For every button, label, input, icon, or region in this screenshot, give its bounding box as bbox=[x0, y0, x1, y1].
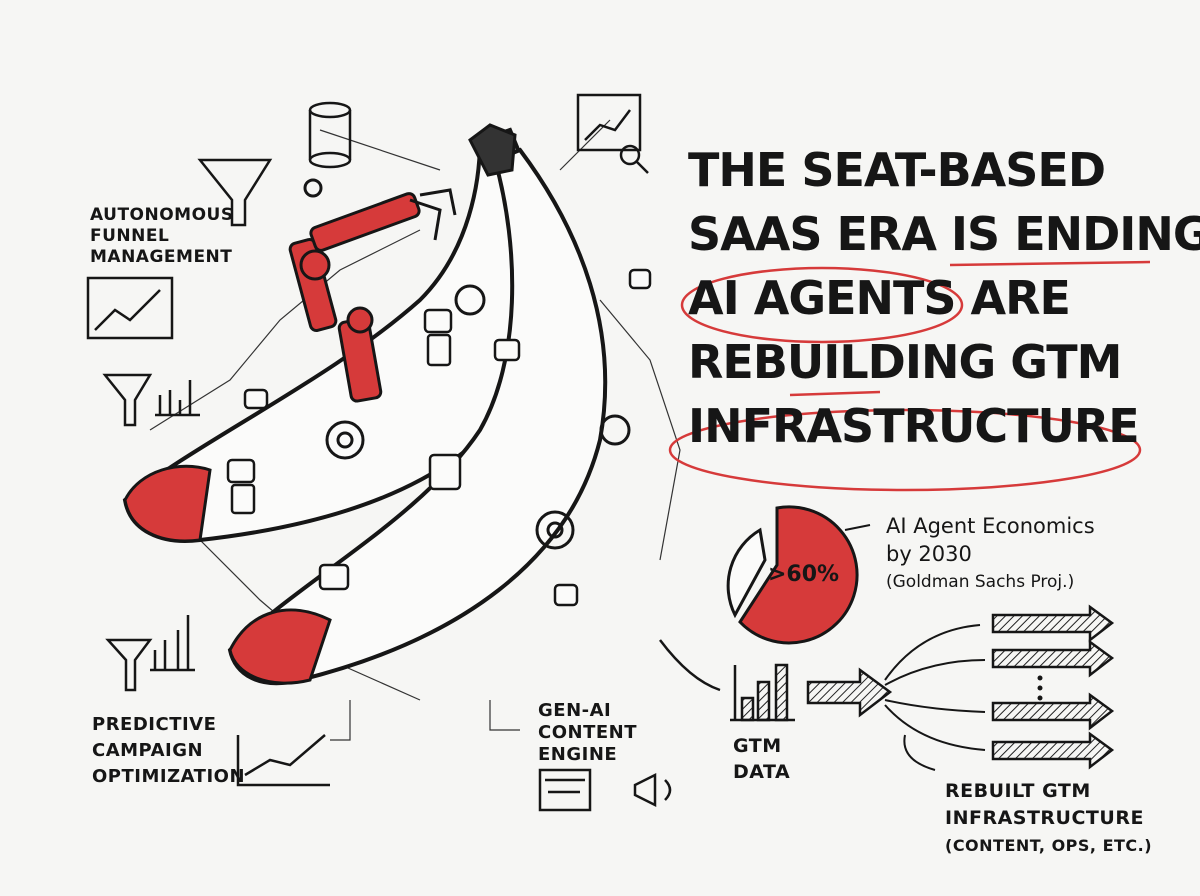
headline-line-1: THE SEAT-BASED bbox=[688, 143, 1106, 197]
output-arrows bbox=[991, 604, 1115, 770]
funnel-icon bbox=[197, 158, 273, 227]
pie-chart bbox=[726, 505, 871, 645]
label-line: MANAGEMENT bbox=[90, 247, 233, 267]
headline-line-2: SAAS ERA IS ENDING. bbox=[688, 207, 1200, 261]
label-line: INFRASTRUCTURE bbox=[945, 807, 1144, 829]
label-line: (CONTENT, OPS, ETC.) bbox=[945, 836, 1153, 855]
headline-line-3: AI AGENTS ARE bbox=[688, 271, 1071, 325]
robot-arm-icon bbox=[288, 188, 457, 403]
branch-arrows bbox=[884, 624, 986, 771]
pie-slice-other bbox=[726, 527, 767, 619]
analytics-window-icon bbox=[576, 93, 649, 174]
pie-value-label: >60% bbox=[768, 562, 840, 587]
curved-arrow bbox=[659, 639, 721, 692]
label-line: REBUILT GTM bbox=[945, 780, 1091, 802]
label-line: GTM bbox=[733, 735, 782, 757]
pie-title-line-2: by 2030 bbox=[886, 542, 972, 566]
gear-icon bbox=[303, 178, 631, 550]
content-engine-label: GEN-AI CONTENT ENGINE bbox=[538, 700, 637, 766]
network-lines bbox=[129, 119, 681, 741]
label-line: CAMPAIGN bbox=[92, 740, 204, 761]
browser-window-icon bbox=[538, 768, 592, 812]
label-line: PREDICTIVE bbox=[92, 714, 217, 735]
robot-icons bbox=[226, 268, 652, 607]
trend-chart-icon bbox=[236, 734, 330, 787]
label-line: DATA bbox=[733, 761, 791, 783]
campaign-optimization-label: PREDICTIVE CAMPAIGN OPTIMIZATION bbox=[92, 712, 245, 790]
label-line: CONTENT bbox=[538, 722, 637, 743]
big-arrow bbox=[806, 667, 893, 718]
pie-source: (Goldman Sachs Proj.) bbox=[886, 572, 1075, 592]
pie-slice-ai bbox=[738, 505, 859, 645]
pie-title-line-1: AI Agent Economics bbox=[886, 514, 1095, 538]
bar-chart-icon-bottom bbox=[150, 615, 195, 672]
headline: THE SEAT-BASED SAAS ERA IS ENDING. AI AG… bbox=[688, 138, 1200, 458]
headline-highlights bbox=[668, 260, 1151, 492]
gtm-data-chart bbox=[730, 663, 795, 722]
ellipsis-dots bbox=[1037, 675, 1043, 701]
label-line: FUNNEL bbox=[90, 226, 170, 246]
funnel-management-label: AUTONOMOUS FUNNEL MANAGEMENT bbox=[90, 205, 234, 268]
pie-caption: AI Agent Economics by 2030 (Goldman Sach… bbox=[886, 512, 1095, 596]
line-chart-icon bbox=[86, 276, 174, 340]
label-line: OPTIMIZATION bbox=[92, 766, 246, 787]
gtm-data-label: GTM DATA bbox=[733, 733, 790, 785]
funnel-icon-bottom bbox=[105, 638, 153, 692]
database-icon bbox=[308, 101, 352, 169]
speaker-icon bbox=[633, 772, 672, 808]
headline-line-4: REBUILDING GTM bbox=[688, 335, 1122, 389]
label-line: GEN-AI bbox=[538, 700, 612, 721]
headline-line-5: INFRASTRUCTURE bbox=[688, 399, 1140, 453]
funnel-icon-small bbox=[102, 373, 153, 427]
label-line: ENGINE bbox=[538, 744, 618, 765]
rebuilt-infrastructure-label: REBUILT GTM INFRASTRUCTURE (CONTENT, OPS… bbox=[945, 778, 1152, 859]
label-line: AUTONOMOUS bbox=[90, 205, 234, 225]
bar-chart-icon bbox=[155, 380, 200, 417]
